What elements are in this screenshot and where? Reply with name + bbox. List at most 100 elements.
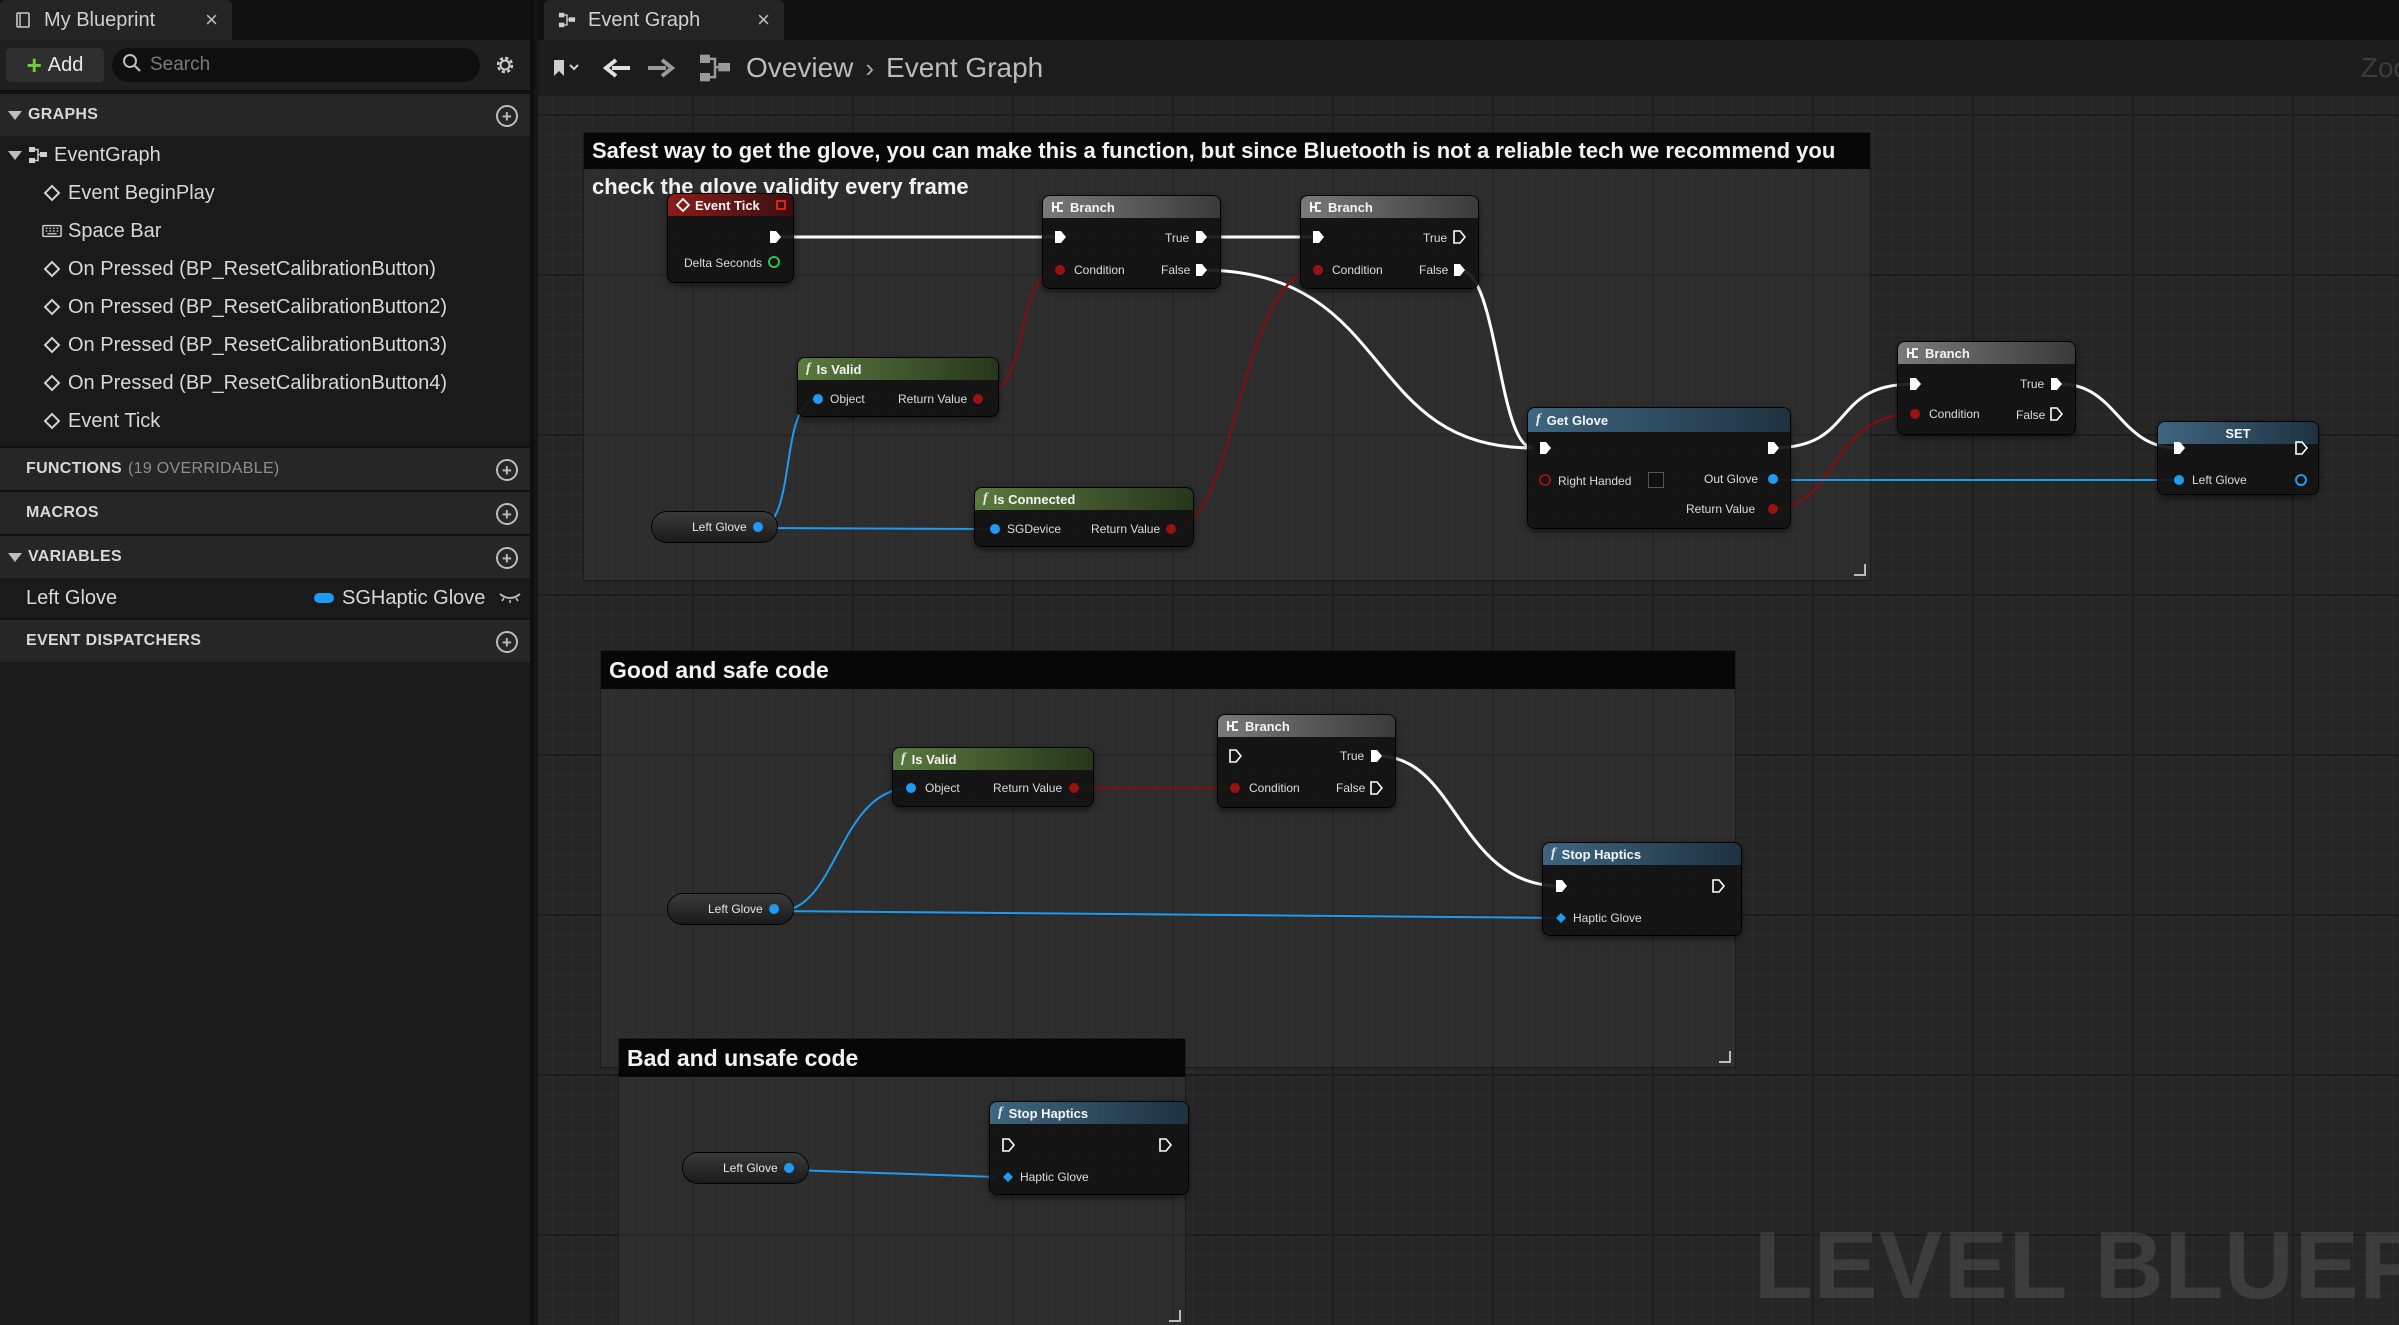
- tree-item-event-tick[interactable]: Event Tick: [0, 402, 530, 440]
- section-graphs[interactable]: GRAPHS +: [0, 92, 530, 136]
- object-pin-in[interactable]: [1001, 1170, 1015, 1184]
- eye-closed-icon[interactable]: [498, 588, 522, 611]
- exec-pin-in[interactable]: [1311, 230, 1325, 244]
- graph-canvas[interactable]: Safest way to get the glove, you can mak…: [538, 96, 2399, 1325]
- node-get-glove[interactable]: f Get Glove Right Handed Out Glove Retur…: [1528, 408, 1790, 528]
- checkbox[interactable]: [1648, 472, 1664, 488]
- object-pin-in[interactable]: [811, 392, 825, 406]
- node-stop-haptics[interactable]: f Stop Haptics Haptic Glove: [1543, 843, 1741, 935]
- object-pin-in[interactable]: [904, 781, 918, 795]
- add-function-icon[interactable]: +: [496, 459, 518, 481]
- object-pin-in[interactable]: [2172, 473, 2186, 487]
- exec-pin-in-unconnected[interactable]: [1001, 1138, 1015, 1152]
- exec-pin-out[interactable]: [1452, 263, 1466, 277]
- collapse-arrow-icon[interactable]: [8, 110, 22, 120]
- bool-pin-out[interactable]: [1067, 781, 1081, 795]
- node-left-glove-get[interactable]: Left Glove: [652, 512, 777, 542]
- section-macros[interactable]: MACROS +: [0, 490, 530, 534]
- delegate-pin-icon[interactable]: [776, 200, 786, 210]
- forward-arrow-icon[interactable]: [646, 56, 676, 80]
- node-is-valid[interactable]: f Is Valid Object Return Value: [798, 358, 998, 416]
- bool-pin-in[interactable]: [1908, 407, 1922, 421]
- tree-item-space-bar[interactable]: Space Bar: [0, 212, 530, 250]
- exec-pin-out[interactable]: [1194, 263, 1208, 277]
- exec-pin-out[interactable]: [1369, 749, 1383, 763]
- bool-pin-in[interactable]: [1053, 263, 1067, 277]
- back-arrow-icon[interactable]: [602, 56, 632, 80]
- tree-item-eventgraph[interactable]: EventGraph: [0, 136, 530, 174]
- exec-pin-in[interactable]: [1908, 377, 1922, 391]
- bool-pin-in[interactable]: [1228, 781, 1242, 795]
- node-branch[interactable]: Branch True Condition False: [1898, 342, 2075, 434]
- exec-pin-out[interactable]: [2049, 377, 2063, 391]
- float-pin-out[interactable]: [767, 255, 781, 269]
- search-box[interactable]: [112, 48, 480, 82]
- bool-pin-out[interactable]: [1164, 522, 1178, 536]
- node-event-tick[interactable]: Event Tick Delta Seconds: [668, 194, 793, 282]
- object-pin-out[interactable]: [2294, 473, 2308, 487]
- tree-item-on-pressed-1[interactable]: On Pressed (BP_ResetCalibrationButton): [0, 250, 530, 288]
- bool-pin-in[interactable]: [1538, 473, 1552, 487]
- exec-pin-out-unconnected[interactable]: [2294, 441, 2308, 455]
- close-icon[interactable]: ×: [757, 7, 770, 32]
- tree-item-on-pressed-3[interactable]: On Pressed (BP_ResetCalibrationButton3): [0, 326, 530, 364]
- comment-title[interactable]: Good and safe code: [601, 651, 1735, 689]
- exec-pin-in[interactable]: [1554, 879, 1568, 893]
- comment-good-safe[interactable]: Good and safe code: [600, 650, 1736, 1068]
- bool-pin-in[interactable]: [1311, 263, 1325, 277]
- tree-item-event-beginplay[interactable]: Event BeginPlay: [0, 174, 530, 212]
- node-branch[interactable]: Branch True Condition False: [1043, 196, 1220, 288]
- comment-title[interactable]: Bad and unsafe code: [619, 1039, 1185, 1077]
- section-variables[interactable]: VARIABLES +: [0, 534, 530, 578]
- exec-pin-out-unconnected[interactable]: [1369, 781, 1383, 795]
- add-graph-icon[interactable]: +: [496, 105, 518, 127]
- close-icon[interactable]: ×: [205, 7, 218, 32]
- collapse-arrow-icon[interactable]: [8, 150, 22, 160]
- exec-pin-in[interactable]: [2172, 441, 2186, 455]
- exec-pin-in[interactable]: [1053, 230, 1067, 244]
- exec-pin-out-unconnected[interactable]: [1158, 1138, 1172, 1152]
- collapse-arrow-icon[interactable]: [8, 552, 22, 562]
- bool-pin-out[interactable]: [971, 392, 985, 406]
- exec-pin-out-unconnected[interactable]: [1711, 879, 1725, 893]
- node-branch[interactable]: Branch True Condition False: [1218, 715, 1395, 807]
- breadcrumb-event-graph[interactable]: Event Graph: [886, 52, 1044, 83]
- object-pin-out[interactable]: [767, 902, 781, 916]
- exec-pin-out[interactable]: [768, 230, 782, 244]
- tab-my-blueprint[interactable]: My Blueprint ×: [0, 0, 232, 40]
- tree-item-on-pressed-4[interactable]: On Pressed (BP_ResetCalibrationButton4): [0, 364, 530, 402]
- search-input[interactable]: [150, 54, 450, 76]
- variable-left-glove[interactable]: Left Glove SGHaptic Glove: [0, 578, 530, 618]
- object-pin-in[interactable]: [1554, 911, 1568, 925]
- exec-pin-out-unconnected[interactable]: [1452, 230, 1466, 244]
- object-pin-out[interactable]: [751, 520, 765, 534]
- exec-pin-in[interactable]: [1538, 441, 1552, 455]
- exec-pin-out[interactable]: [1194, 230, 1208, 244]
- exec-pin-in-unconnected[interactable]: [1228, 749, 1242, 763]
- resize-handle[interactable]: [1169, 1310, 1181, 1322]
- node-is-connected[interactable]: f Is Connected SGDevice Return Value: [975, 488, 1193, 546]
- node-set[interactable]: SET Left Glove: [2158, 422, 2318, 494]
- node-branch[interactable]: Branch True Condition False: [1301, 196, 1478, 288]
- breadcrumb-overview[interactable]: Oveview: [746, 52, 854, 83]
- add-variable-icon[interactable]: +: [496, 547, 518, 569]
- object-pin-out[interactable]: [782, 1161, 796, 1175]
- exec-pin-out[interactable]: [1766, 441, 1780, 455]
- resize-handle[interactable]: [1854, 564, 1866, 576]
- comment-title[interactable]: Safest way to get the glove, you can mak…: [584, 133, 1870, 199]
- section-functions[interactable]: FUNCTIONS (19 OVERRIDABLE) +: [0, 446, 530, 490]
- add-button[interactable]: + Add: [6, 48, 104, 82]
- section-event-dispatchers[interactable]: EVENT DISPATCHERS +: [0, 618, 530, 662]
- node-left-glove-get[interactable]: Left Glove: [683, 1153, 808, 1183]
- object-pin-in[interactable]: [988, 522, 1002, 536]
- variable-type[interactable]: SGHaptic Glove: [314, 587, 485, 610]
- object-pin-out[interactable]: [1766, 472, 1780, 486]
- tree-item-on-pressed-2[interactable]: On Pressed (BP_ResetCalibrationButton2): [0, 288, 530, 326]
- add-macro-icon[interactable]: +: [496, 503, 518, 525]
- gear-icon[interactable]: [492, 52, 518, 78]
- node-left-glove-get[interactable]: Left Glove: [668, 894, 793, 924]
- node-is-valid[interactable]: f Is Valid Object Return Value: [893, 748, 1093, 806]
- bool-pin-out[interactable]: [1766, 502, 1780, 516]
- node-stop-haptics[interactable]: f Stop Haptics Haptic Glove: [990, 1102, 1188, 1194]
- bookmark-icon[interactable]: [552, 57, 582, 79]
